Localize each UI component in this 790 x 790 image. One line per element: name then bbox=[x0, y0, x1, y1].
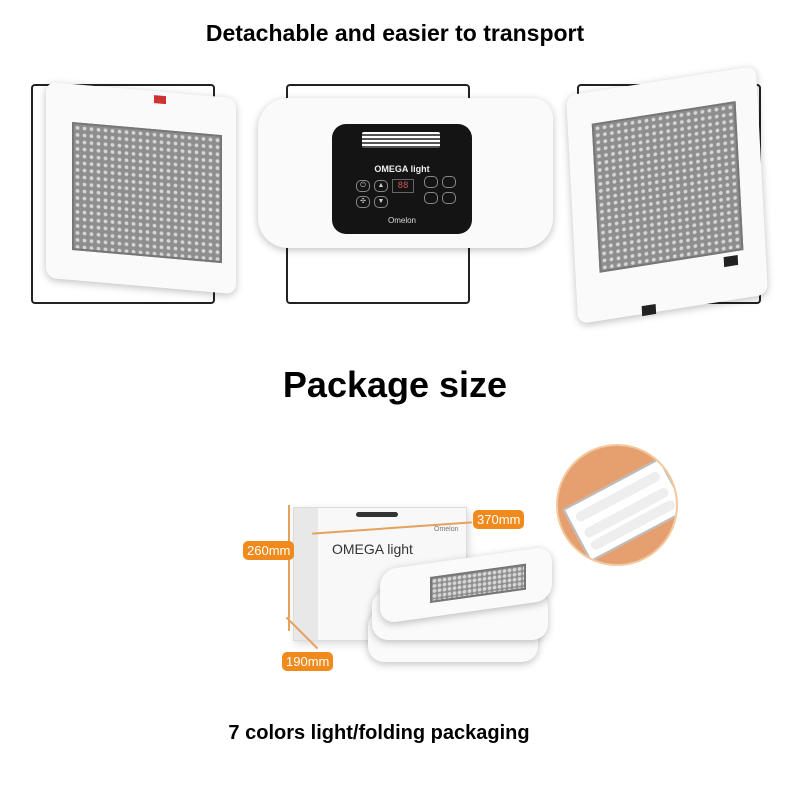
brand-label: OMEGA light bbox=[374, 164, 430, 174]
depth-label: 190mm bbox=[282, 652, 334, 671]
section-title: Package size bbox=[282, 364, 508, 405]
height-dimension-line bbox=[288, 505, 290, 631]
control-unit: OMEGA light 88 ⏻ ▲ ✣ ▼ Omelon bbox=[258, 98, 553, 248]
packed-panels bbox=[562, 457, 676, 563]
vent-grille bbox=[362, 132, 440, 148]
box-handle bbox=[356, 512, 398, 517]
led-array-folded bbox=[430, 563, 526, 604]
led-panel-right bbox=[566, 65, 768, 325]
fan-button[interactable]: ✣ bbox=[356, 196, 370, 208]
control-panel: OMEGA light 88 ⏻ ▲ ✣ ▼ Omelon bbox=[332, 124, 472, 234]
digital-display: 88 bbox=[392, 179, 414, 193]
caption: 7 colors light/folding packaging bbox=[228, 722, 530, 744]
mode-button-1[interactable] bbox=[424, 176, 438, 188]
connector-icon bbox=[154, 95, 166, 105]
header-title: Detachable and easier to transport bbox=[205, 20, 585, 46]
box-maker: Omelon bbox=[434, 526, 459, 533]
led-array-right bbox=[591, 101, 744, 273]
mode-button-3[interactable] bbox=[424, 192, 438, 204]
box-brand: OMEGA light bbox=[332, 541, 413, 557]
mode-button-2[interactable] bbox=[442, 176, 456, 188]
package-interior-inset bbox=[556, 444, 678, 566]
height-label: 260mm bbox=[243, 541, 295, 560]
up-button[interactable]: ▲ bbox=[374, 180, 388, 192]
mode-button-4[interactable] bbox=[442, 192, 456, 204]
length-label: 370mm bbox=[473, 510, 525, 529]
maker-label: Omelon bbox=[387, 216, 416, 225]
latch-icon bbox=[723, 254, 739, 268]
power-button[interactable]: ⏻ bbox=[356, 180, 370, 192]
down-button[interactable]: ▼ bbox=[374, 196, 388, 208]
latch-icon bbox=[641, 303, 657, 317]
led-panel-left bbox=[46, 81, 236, 295]
led-array-left bbox=[72, 121, 222, 264]
